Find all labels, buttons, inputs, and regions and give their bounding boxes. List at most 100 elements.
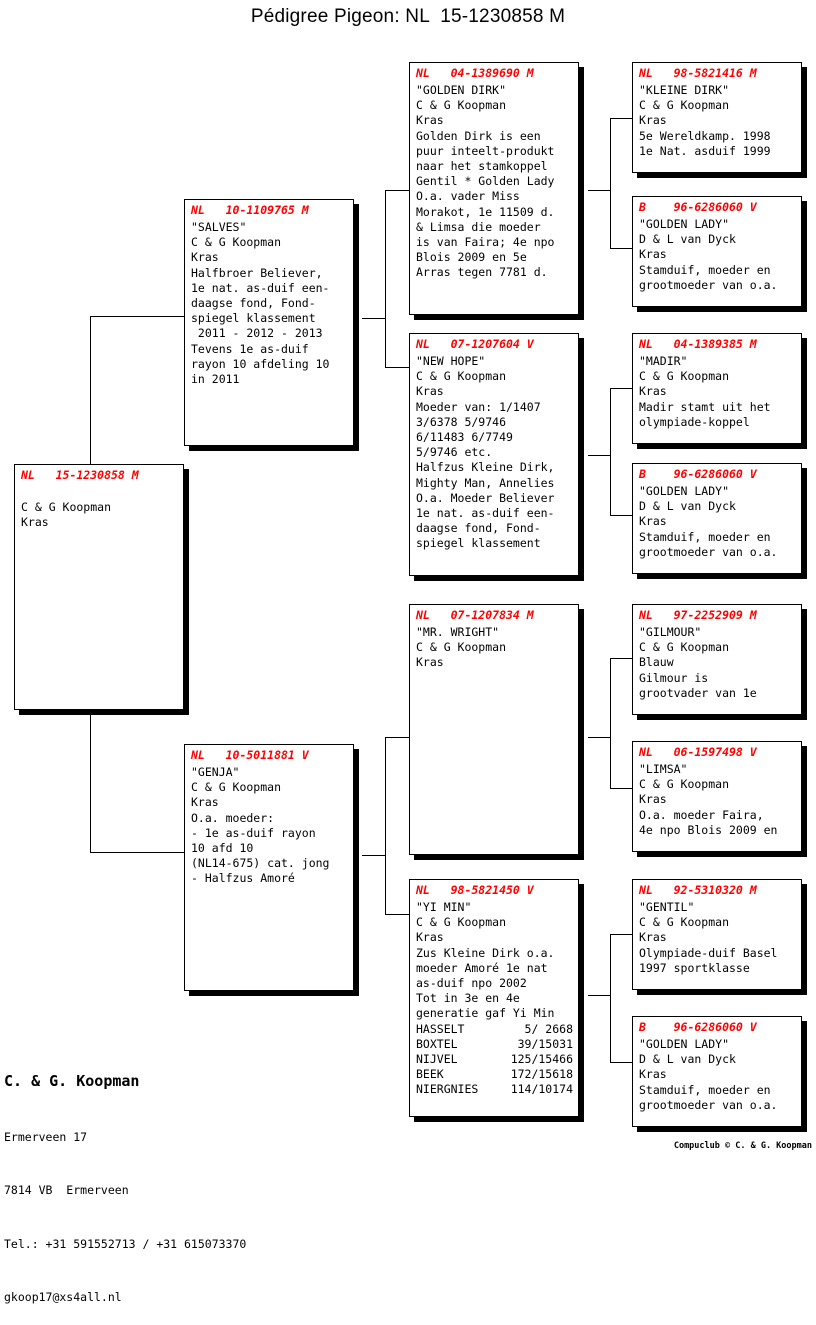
ring-number: NL 07-1207604 V [416, 337, 534, 351]
race-name: BOXTEL [416, 1036, 458, 1051]
race-score: 114/10174 [510, 1082, 573, 1097]
detail-line: Kras [639, 1067, 667, 1082]
race-name: HASSELT [416, 1021, 465, 1036]
detail-line: rayon 10 afdeling 10 [191, 356, 330, 371]
pedigree-box-dam-sire[interactable]: NL 07-1207834 M "MR. WRIGHT"C & G Koopma… [409, 604, 579, 855]
pedigree-box-ss-dam[interactable]: B 96-6286060 V "GOLDEN LADY"D & L van Dy… [632, 196, 802, 307]
connector-subject-stem-down [90, 710, 91, 852]
detail-line: Mighty Man, Annelies [416, 475, 555, 490]
connector-subject-stem-up [90, 316, 91, 464]
breeder-phone: Tel.: +31 591552713 / +31 615073370 [4, 1236, 247, 1251]
detail-line: 1997 sportklasse [639, 960, 750, 975]
detail-line: "NEW HOPE" [416, 354, 486, 368]
detail-line: Kras [191, 250, 219, 265]
detail-line: - 1e as-duif rayon [191, 825, 316, 840]
detail-line: C & G Koopman [191, 780, 282, 795]
detail-line: naar het stamkoppel [416, 158, 548, 173]
detail-line: Olympiade-duif Basel [639, 945, 778, 960]
detail-line: C & G Koopman [21, 500, 112, 515]
detail-line: 6/11483 6/7749 [416, 429, 513, 444]
connector-dam-to-dam-dam [385, 914, 409, 915]
detail-line: Morakot, 1e 11509 d. [416, 204, 555, 219]
breeder-info: C. & G. Koopman Ermerveen 17 7814 VB Erm… [4, 1032, 246, 1325]
ring-number: NL 15-1230858 M [21, 468, 139, 482]
breeder-name: C. & G. Koopman [4, 1072, 140, 1090]
detail-line: Blauw [639, 655, 674, 670]
connector-dam-stem [362, 855, 386, 856]
ring-number: B 96-6286060 V [639, 200, 757, 214]
detail-line: (NL14-675) cat. jong [191, 856, 330, 871]
pedigree-box-dd-dam[interactable]: B 96-6286060 V "GOLDEN LADY"D & L van Dy… [632, 1016, 802, 1127]
race-name: NIERGNIES [416, 1082, 479, 1097]
race-score: 39/15031 [517, 1036, 573, 1051]
detail-line: grootvader van 1e [639, 685, 757, 700]
detail-line: Arras tegen 7781 d. [416, 265, 548, 280]
detail-line: 1e nat. as-duif een- [416, 505, 555, 520]
connector-ss-bracket [610, 118, 611, 248]
detail-line: Kras [416, 655, 444, 670]
detail-line: puur inteelt-produkt [416, 143, 555, 158]
detail-line: C & G Koopman [191, 235, 282, 250]
detail-line: Tot in 3e en 4e [416, 991, 520, 1006]
detail-line: C & G Koopman [639, 369, 730, 384]
detail-line: is van Faira; 4e npo [416, 234, 555, 249]
connector-ss-stem [588, 190, 611, 191]
connector-dd-to-dam [610, 1062, 632, 1063]
detail-line: Kras [21, 515, 49, 530]
pedigree-box-ss-sire[interactable]: NL 98-5821416 M "KLEINE DIRK"C & G Koopm… [632, 62, 802, 173]
ring-number: NL 92-5310320 M [639, 883, 757, 897]
detail-line: & Limsa die moeder [416, 219, 541, 234]
detail-line: C & G Koopman [416, 369, 507, 384]
detail-line: Stamduif, moeder en [639, 529, 771, 544]
detail-line: 3/6378 5/9746 [416, 414, 507, 429]
detail-line: O.a. moeder: [191, 810, 275, 825]
detail-line: in 2011 [191, 371, 240, 386]
connector-dd-bracket [610, 934, 611, 1062]
page-title: Pédigree Pigeon: NL 15-1230858 M [250, 6, 566, 27]
ring-number: NL 10-1109765 M [191, 203, 309, 217]
connector-sire-to-sire-sire [385, 190, 409, 191]
detail-line: Gentil * Golden Lady [416, 174, 555, 189]
detail-line: as-duif npo 2002 [416, 975, 527, 990]
detail-line: C & G Koopman [416, 98, 507, 113]
detail-line: C & G Koopman [639, 640, 730, 655]
detail-line: "MR. WRIGHT" [416, 625, 500, 639]
race-score: 5/ 2668 [524, 1021, 573, 1036]
connector-subject-to-dam [90, 852, 184, 853]
pedigree-box-sire-sire[interactable]: NL 04-1389690 M "GOLDEN DIRK"C & G Koopm… [409, 62, 579, 315]
detail-line: 1e nat. as-duif een- [191, 280, 330, 295]
detail-line: C & G Koopman [416, 915, 507, 930]
detail-line: Tevens 1e as-duif [191, 341, 309, 356]
connector-ss-to-dam [610, 248, 632, 249]
race-score: 125/15466 [510, 1051, 573, 1066]
detail-line: moeder Amoré 1e nat [416, 960, 548, 975]
detail-line: Zus Kleine Dirk o.a. [416, 945, 555, 960]
detail-line: "GOLDEN LADY" [639, 217, 730, 231]
detail-line: D & L van Dyck [639, 499, 736, 514]
connector-subject-to-sire [90, 316, 184, 317]
connector-sire-bracket [385, 190, 386, 367]
detail-line: Kras [416, 930, 444, 945]
pedigree-box-sd-dam[interactable]: B 96-6286060 V "GOLDEN LADY"D & L van Dy… [632, 463, 802, 574]
breeder-address-line-2: 7814 VB Ermerveen [4, 1183, 129, 1198]
detail-line: spiegel klassement [416, 536, 541, 551]
detail-line: - Halfzus Amoré [191, 871, 295, 886]
ring-number: NL 04-1389690 M [416, 66, 534, 80]
connector-sd-to-dam [610, 515, 632, 516]
